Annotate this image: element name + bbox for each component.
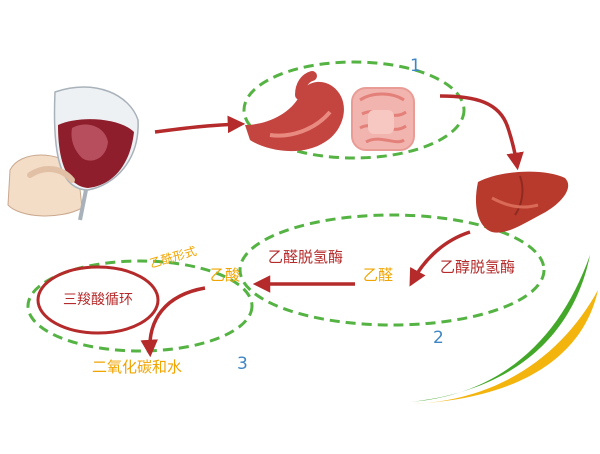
stage-2-ellipse: [238, 213, 546, 327]
stage-1-ellipse: [242, 60, 466, 160]
stage-number-1: 1: [410, 56, 421, 76]
label-adh: 乙醇脱氢酶: [440, 258, 516, 276]
liver-icon: [475, 171, 569, 233]
label-co2-and-water: 二氧化碳和水: [92, 358, 183, 376]
flow-arrows: [140, 94, 524, 358]
arrow-liver-to-acetaldehyde: [409, 230, 471, 287]
stage-number-2: 2: [433, 328, 444, 348]
wine-glass-in-hand-icon: [7, 86, 139, 221]
stage-3-ellipse: [26, 259, 254, 353]
label-tca-cycle: 三羧酸循环: [63, 292, 133, 308]
tca-circle: [36, 265, 160, 335]
label-aldh: 乙醛脱氢酶: [268, 248, 344, 266]
intestine-icon: [351, 87, 415, 151]
stomach-icon: [245, 71, 344, 152]
arrow-glass-to-stomach: [154, 115, 246, 134]
stage-number-3: 3: [237, 354, 248, 374]
arrow-acetic-acid-to-products: [140, 286, 206, 358]
label-acetaldehyde: 乙醛: [363, 266, 394, 284]
arrow-intestine-to-liver: [439, 94, 524, 171]
label-acetic-acid: 乙酸: [210, 266, 241, 284]
corner-stripes: [410, 255, 598, 404]
